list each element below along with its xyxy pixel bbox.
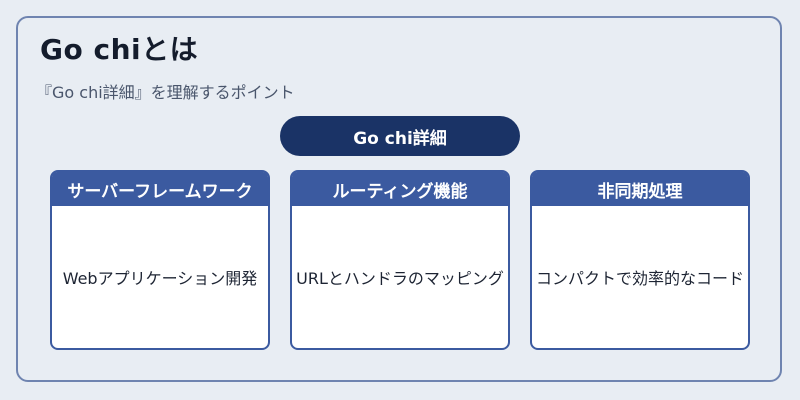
page-subtitle: 『Go chi詳細』を理解するポイント bbox=[36, 83, 295, 102]
feature-card-title: ルーティング機能 bbox=[332, 181, 468, 202]
feature-card-header: サーバーフレームワーク bbox=[52, 172, 268, 206]
feature-card-description: コンパクトで効率的なコード bbox=[535, 269, 744, 288]
central-topic-label: Go chi詳細 bbox=[353, 128, 447, 149]
feature-card-description: URLとハンドラのマッピング bbox=[296, 269, 504, 288]
feature-card-description: Webアプリケーション開発 bbox=[62, 269, 258, 288]
feature-card-body: コンパクトで効率的なコード bbox=[532, 206, 748, 348]
feature-card-routing: ルーティング機能 URLとハンドラのマッピング bbox=[290, 170, 510, 350]
feature-card-header: 非同期処理 bbox=[532, 172, 748, 206]
feature-card-body: Webアプリケーション開発 bbox=[52, 206, 268, 348]
feature-card-server-framework: サーバーフレームワーク Webアプリケーション開発 bbox=[50, 170, 270, 350]
feature-card-title: 非同期処理 bbox=[597, 181, 683, 202]
feature-card-body: URLとハンドラのマッピング bbox=[292, 206, 508, 348]
feature-card-title: サーバーフレームワーク bbox=[67, 181, 253, 202]
feature-card-async: 非同期処理 コンパクトで効率的なコード bbox=[530, 170, 750, 350]
central-topic-pill: Go chi詳細 bbox=[280, 116, 520, 156]
page-title: Go chiとは bbox=[40, 33, 199, 66]
feature-card-header: ルーティング機能 bbox=[292, 172, 508, 206]
